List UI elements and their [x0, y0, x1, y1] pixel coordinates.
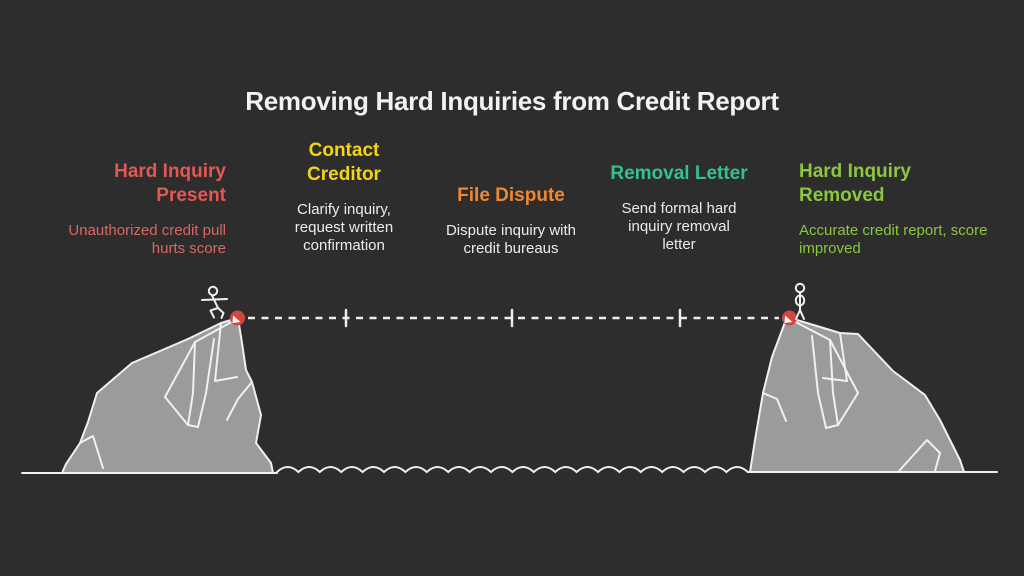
step-hard-inquiry-removed: Hard Inquiry Removed Accurate credit rep… — [799, 160, 994, 258]
step-description: Send formal hard inquiry removal letter — [621, 200, 737, 253]
step-description: Unauthorized credit pull hurts score — [68, 222, 226, 257]
step-title-line: Hard Inquiry — [114, 161, 226, 182]
left-mountain — [61, 317, 274, 474]
water-waves — [276, 466, 749, 474]
step-title-line: Present — [156, 185, 226, 206]
right-mountain — [749, 316, 965, 473]
step-description: Accurate credit report, score improved — [799, 222, 988, 257]
step-title-line: Hard Inquiry — [799, 161, 911, 182]
step-hard-inquiry-present: Hard Inquiry Present Unauthorized credit… — [46, 160, 226, 258]
stick-figure-standing-icon — [794, 282, 806, 320]
start-marker-dot — [230, 310, 245, 326]
step-file-dispute: File Dispute Dispute inquiry with credit… — [421, 184, 601, 258]
step-title: Contact Creditor — [254, 139, 434, 187]
step-title-line: File Dispute — [457, 185, 565, 206]
stick-figure-walking-icon — [201, 285, 228, 319]
page-title: Removing Hard Inquiries from Credit Repo… — [245, 86, 779, 116]
step-title-line: Contact — [308, 140, 380, 161]
milestone-ticks — [344, 308, 682, 328]
step-removal-letter: Removal Letter Send formal hard inquiry … — [589, 162, 769, 254]
step-title: File Dispute — [421, 184, 601, 208]
step-title: Hard Inquiry Removed — [799, 160, 994, 208]
step-description: Dispute inquiry with credit bureaus — [445, 222, 577, 257]
step-title: Hard Inquiry Present — [46, 160, 226, 208]
step-title: Removal Letter — [589, 162, 769, 186]
end-marker-dot — [782, 310, 797, 326]
step-contact-creditor: Contact Creditor Clarify inquiry, reques… — [254, 139, 434, 255]
step-title-line: Removed — [799, 185, 885, 206]
step-title-line: Removal Letter — [610, 163, 748, 184]
step-description: Clarify inquiry, request written confirm… — [294, 201, 394, 254]
step-title-line: Creditor — [307, 164, 381, 185]
